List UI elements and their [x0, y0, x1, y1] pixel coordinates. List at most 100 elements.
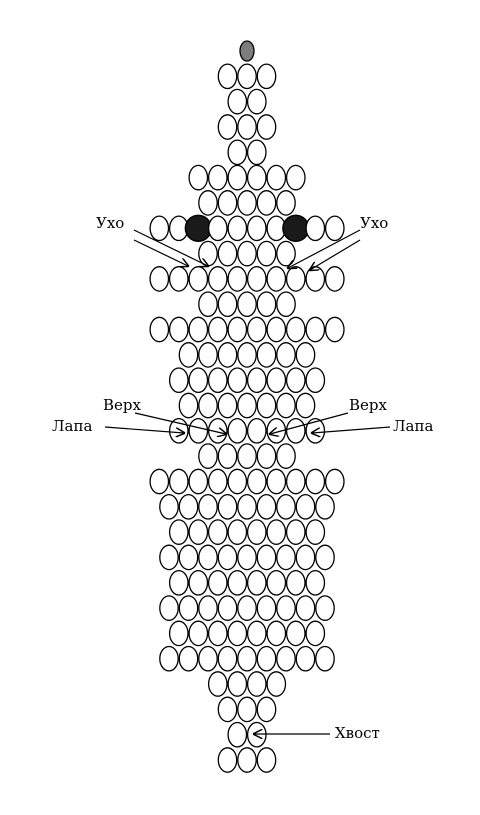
bead	[256, 291, 277, 318]
bead	[246, 468, 267, 495]
bead	[276, 544, 296, 571]
bead	[178, 544, 199, 571]
bead	[285, 266, 306, 292]
bead	[198, 291, 218, 318]
bead	[217, 595, 238, 621]
bead	[207, 671, 228, 697]
bead	[227, 569, 248, 596]
label-ear-right: Ухо	[360, 214, 388, 232]
bead	[178, 392, 199, 419]
bead	[285, 316, 306, 343]
bead	[305, 367, 326, 394]
bead	[256, 595, 277, 621]
bead	[178, 493, 199, 520]
bead	[266, 519, 287, 545]
bead	[266, 468, 287, 495]
bead	[246, 721, 267, 748]
label-top-right: Верх	[349, 396, 388, 414]
bead	[276, 595, 296, 621]
bead	[217, 114, 238, 140]
bead	[149, 266, 170, 292]
bead	[149, 215, 170, 242]
bead	[276, 392, 296, 419]
bead	[237, 190, 257, 216]
bead	[227, 468, 248, 495]
bead	[246, 417, 267, 444]
bead	[168, 569, 189, 596]
arrow-ear-right-inner	[288, 229, 361, 268]
bead	[266, 367, 287, 394]
bead	[295, 342, 316, 368]
bead	[178, 645, 199, 672]
arrow-top-right	[270, 412, 349, 434]
arrow-ear-right-outer	[310, 239, 361, 270]
bead	[237, 291, 257, 318]
bead	[324, 215, 345, 242]
bead	[168, 367, 189, 394]
bead	[324, 468, 345, 495]
arrow-paw-right	[312, 426, 391, 433]
bead	[217, 645, 238, 672]
bead	[266, 316, 287, 343]
bead	[227, 721, 248, 748]
bead	[168, 316, 189, 343]
bead	[276, 342, 296, 368]
bead	[198, 493, 218, 520]
bead	[198, 240, 218, 267]
bead	[227, 266, 248, 292]
bead	[324, 316, 345, 343]
bead	[207, 316, 228, 343]
bead	[237, 544, 257, 571]
bead	[207, 569, 228, 596]
bead	[305, 468, 326, 495]
bead	[285, 519, 306, 545]
label-tail: Хвост	[335, 724, 380, 742]
tip-bead	[239, 40, 255, 62]
label-top-left: Верх	[103, 396, 142, 414]
bead	[237, 645, 257, 672]
bead	[207, 620, 228, 647]
bead	[246, 367, 267, 394]
bead	[237, 114, 257, 140]
bead	[159, 645, 179, 672]
bead	[305, 569, 326, 596]
bead	[305, 215, 326, 242]
bead	[217, 291, 238, 318]
bead	[285, 468, 306, 495]
bead	[276, 493, 296, 520]
bead	[295, 544, 316, 571]
bead	[227, 519, 248, 545]
bead	[198, 595, 218, 621]
bead	[217, 63, 238, 90]
bead	[227, 316, 248, 343]
bead	[159, 544, 179, 571]
arrow-paw-left	[104, 426, 184, 433]
bead	[237, 696, 257, 723]
bead	[256, 645, 277, 672]
bead	[227, 88, 248, 115]
bead	[237, 747, 257, 773]
label-ear-left: Ухо	[96, 214, 124, 232]
bead	[324, 266, 345, 292]
label-paw-left: Лапа	[52, 417, 92, 435]
bead	[266, 569, 287, 596]
bead	[276, 240, 296, 267]
bead	[227, 215, 248, 242]
bead	[256, 240, 277, 267]
bead	[305, 266, 326, 292]
bead	[198, 392, 218, 419]
bead	[217, 493, 238, 520]
bead	[198, 544, 218, 571]
eye-bead	[184, 214, 212, 242]
bead	[227, 139, 248, 166]
bead	[149, 468, 170, 495]
bead	[256, 63, 277, 90]
beads-group	[149, 40, 345, 773]
bead	[315, 645, 335, 672]
bead	[198, 190, 218, 216]
bead	[256, 190, 277, 216]
bead	[188, 468, 209, 495]
bead	[227, 671, 248, 697]
bead	[305, 316, 326, 343]
